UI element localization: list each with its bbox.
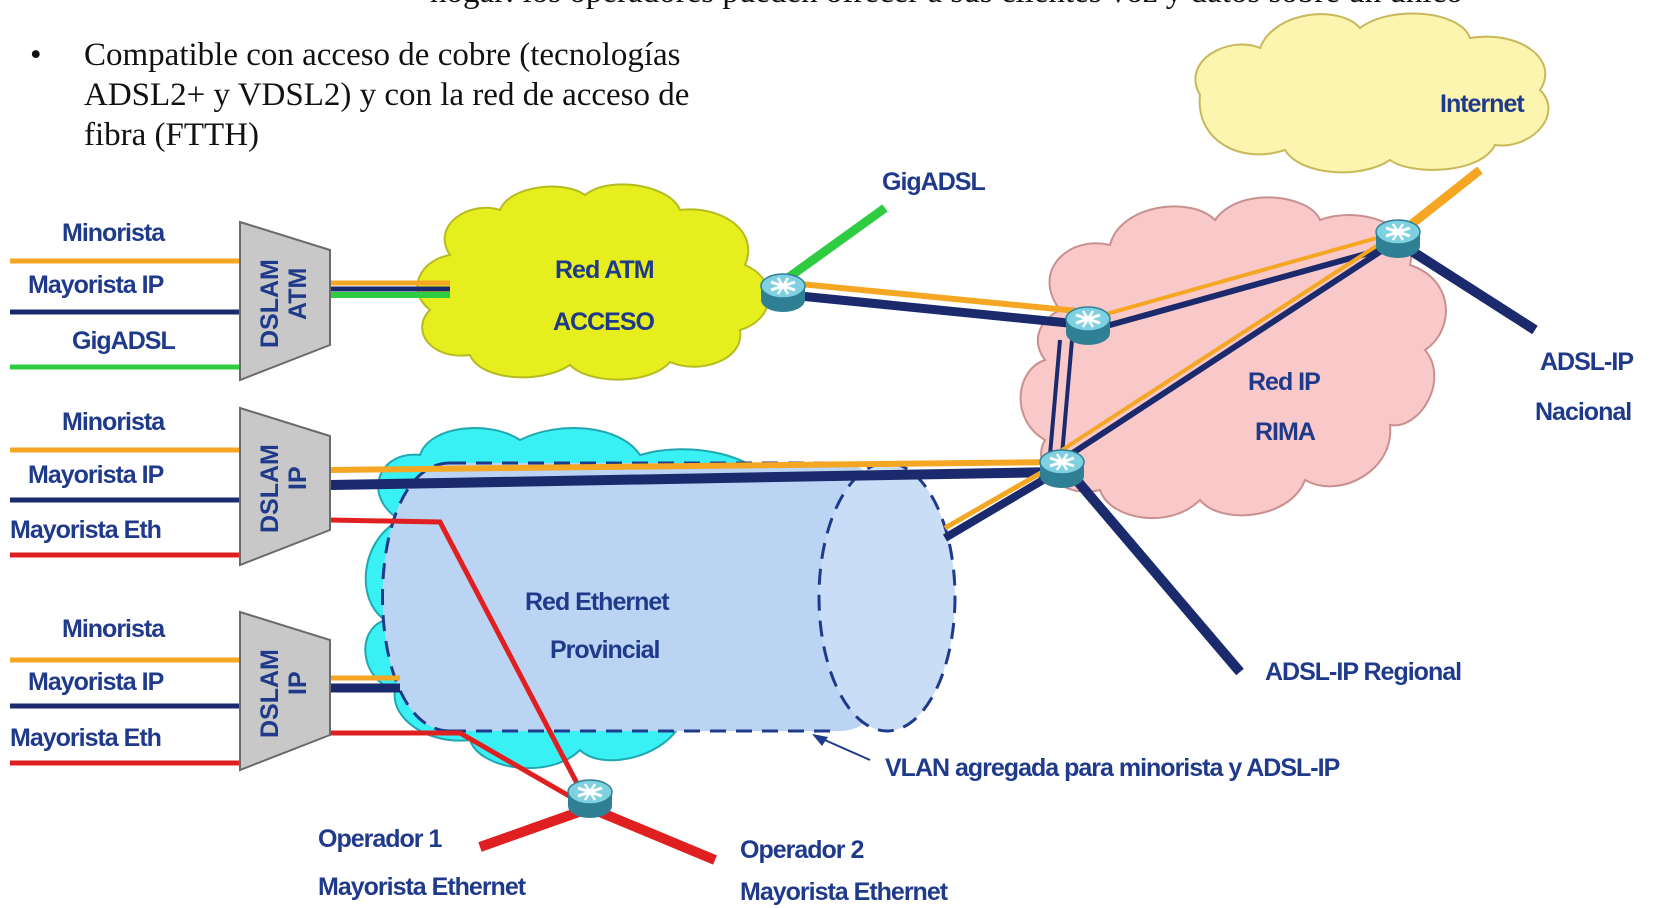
dslam1-label-gigadsl: GigADSL	[72, 327, 175, 355]
svg-text:IP: IP	[284, 671, 312, 695]
svg-text:DSLAM: DSLAM	[256, 259, 284, 348]
svg-text:ATM: ATM	[284, 268, 312, 320]
dslam2-label-mayorista-ip: Mayorista IP	[28, 461, 164, 489]
dslam1-label-mayorista-ip: Mayorista IP	[28, 271, 164, 299]
operador1-sub-label: Mayorista Ethernet	[318, 873, 527, 901]
router-rima-2-icon	[1038, 448, 1086, 490]
dslam3-label-minorista: Minorista	[62, 615, 166, 643]
provincial-label: Provincial	[550, 636, 660, 664]
bullet-icon: •	[30, 37, 42, 73]
dslam2-label-mayorista-eth: Mayorista Eth	[10, 516, 161, 544]
cut-off-text: hogar: los operadores pueden ofrecer a s…	[430, 0, 1463, 11]
internet-label: Internet	[1440, 90, 1525, 118]
svg-text:DSLAM: DSLAM	[256, 649, 284, 738]
vlan-cylinder	[381, 461, 957, 733]
operador2-sub-label: Mayorista Ethernet	[740, 878, 949, 906]
router-ethernet-icon	[566, 778, 614, 820]
red-atm-cloud	[416, 183, 770, 381]
router-rima-1-icon	[1064, 305, 1112, 347]
rima-label: RIMA	[1255, 418, 1316, 446]
svg-text:DSLAM: DSLAM	[256, 444, 284, 533]
dslam1-label-minorista: Minorista	[62, 219, 166, 247]
dslam-ip-2: DSLAM IP	[239, 610, 331, 772]
adsl-ip-nacional-label-2: Nacional	[1535, 398, 1631, 426]
dslam3-label-mayorista-eth: Mayorista Eth	[10, 724, 161, 752]
dslam-ip-1: DSLAM IP	[239, 406, 331, 567]
dslam2-label-minorista: Minorista	[62, 408, 166, 436]
svg-text:IP: IP	[284, 466, 312, 490]
operador2-label: Operador 2	[740, 836, 863, 864]
red-ethernet-label: Red Ethernet	[525, 588, 670, 616]
bullet-text: Compatible con acceso de cobre (tecnolog…	[84, 37, 690, 153]
gigadsl-label: GigADSL	[882, 168, 985, 196]
vlan-label: VLAN agregada para minorista y ADSL-IP	[885, 754, 1340, 782]
dslam-atm: DSLAM ATM	[239, 220, 331, 382]
red-atm-label: Red ATM	[555, 256, 654, 284]
internet-cloud	[1194, 12, 1550, 174]
router-atm-icon	[759, 272, 807, 314]
red-ip-label: Red IP	[1248, 368, 1320, 396]
red-atm-acceso-label: ACCESO	[553, 308, 655, 336]
operador1-label: Operador 1	[318, 825, 442, 853]
adsl-ip-regional-label: ADSL-IP Regional	[1265, 658, 1461, 686]
dslam3-label-mayorista-ip: Mayorista IP	[28, 668, 164, 696]
adsl-ip-nacional-label-1: ADSL-IP	[1540, 348, 1633, 376]
router-internet-icon	[1374, 218, 1422, 260]
